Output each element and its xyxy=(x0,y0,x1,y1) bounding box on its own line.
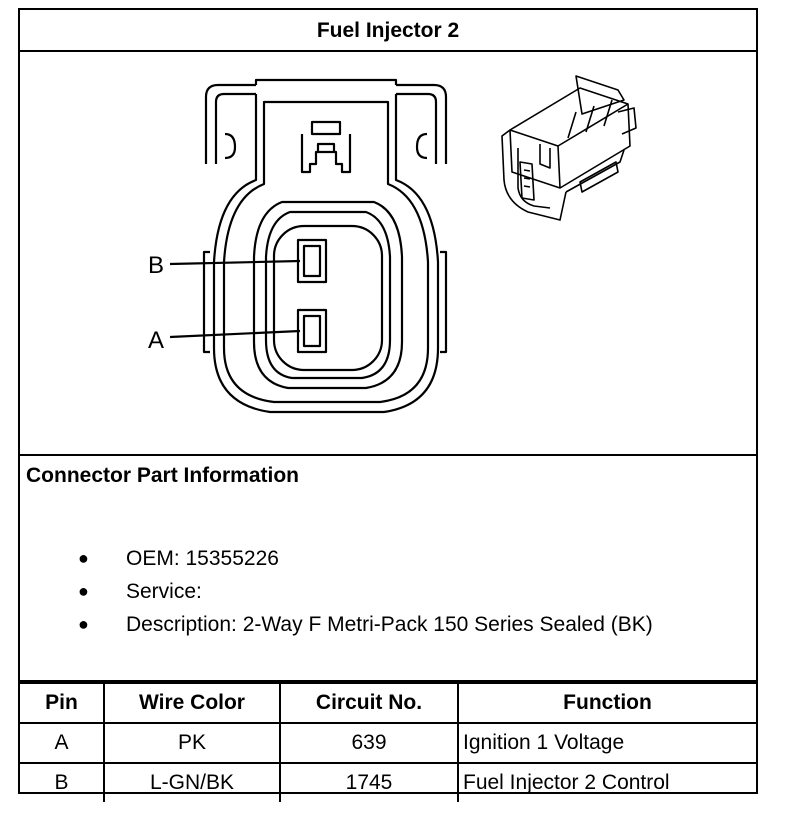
function-cell: Ignition 1 Voltage xyxy=(457,722,756,764)
table-header-row: Pin Wire Color Circuit No. Function xyxy=(20,682,756,724)
connector-drawing-panel: B A xyxy=(20,52,756,456)
connector-face-diagram: B A xyxy=(148,75,637,414)
locking-latch xyxy=(300,134,352,174)
connector-part-info: Connector Part Information ● OEM: 153552… xyxy=(20,456,756,682)
column-header-circuit-no: Circuit No. xyxy=(279,682,459,724)
column-header-pin: Pin xyxy=(20,682,105,724)
connector-body-outline xyxy=(212,94,440,414)
terminal-seal xyxy=(272,224,384,372)
pin-cell: A xyxy=(20,722,105,764)
bullet-icon: ● xyxy=(78,581,89,601)
bullet-icon: ● xyxy=(78,548,89,568)
part-info-heading: Connector Part Information xyxy=(26,464,300,487)
table-row: B L-GN/BK 1745 Fuel Injector 2 Control xyxy=(20,762,756,802)
column-header-function: Function xyxy=(457,682,756,724)
pin-b-label: B xyxy=(148,252,164,279)
circuit-number-cell: 1745 xyxy=(279,762,459,802)
left-ear xyxy=(204,83,256,164)
circuit-number-cell: 639 xyxy=(279,722,459,764)
pin-cell: B xyxy=(20,762,105,802)
pinout-table: Pin Wire Color Circuit No. Function A PK… xyxy=(20,682,756,802)
wire-color-cell: L-GN/BK xyxy=(103,762,281,802)
right-ear xyxy=(396,83,448,164)
oem-number: OEM: 15355226 xyxy=(126,547,279,570)
pin-a-label: A xyxy=(148,327,164,354)
connector-isometric-view xyxy=(501,75,637,221)
wire-color-cell: PK xyxy=(103,722,281,764)
service-number: Service: xyxy=(126,580,202,603)
pin-a-leader xyxy=(169,329,301,339)
inner-cavity-outer xyxy=(252,200,404,390)
function-cell: Fuel Injector 2 Control xyxy=(457,762,756,802)
table-row: A PK 639 Ignition 1 Voltage xyxy=(20,722,756,764)
connector-description: Description: 2-Way F Metri-Pack 150 Seri… xyxy=(126,613,653,636)
column-header-wire-color: Wire Color xyxy=(103,682,281,724)
page-title: Fuel Injector 2 xyxy=(20,10,756,52)
pin-b-leader xyxy=(169,259,301,266)
connector-document: Fuel Injector 2 xyxy=(18,8,758,802)
bullet-icon: ● xyxy=(78,614,89,634)
